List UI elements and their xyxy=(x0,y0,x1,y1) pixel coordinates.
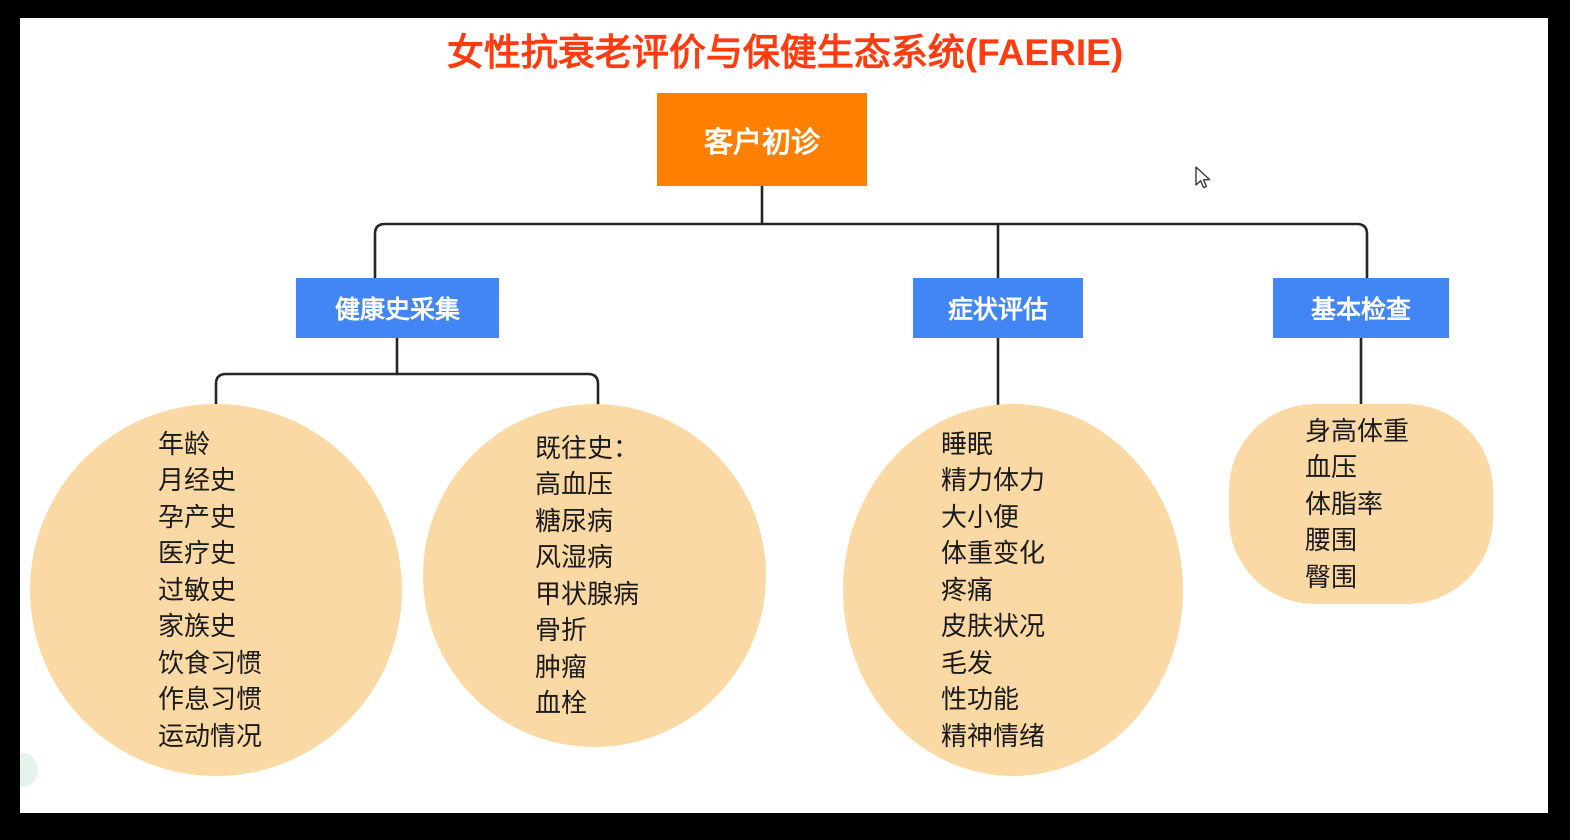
leaf-list-item: 肿瘤 xyxy=(535,651,588,682)
leaf-list-item: 医疗史 xyxy=(158,538,237,569)
node-basic-label: 基本检查 xyxy=(1310,296,1411,324)
leaf-history-list: 年龄月经史孕产史医疗史过敏史家族史饮食习惯作息习惯运动情况 xyxy=(30,426,402,755)
leaf-basic-exam-items[interactable]: 身高体重血压体脂率腰围臀围 xyxy=(1229,404,1493,604)
leaf-list-item: 家族史 xyxy=(158,611,237,642)
leaf-list-item: 体脂率 xyxy=(1305,488,1384,519)
leaf-list-item: 性功能 xyxy=(941,684,1020,715)
node-symptom-label: 症状评估 xyxy=(947,296,1048,324)
leaf-exam-list: 身高体重血压体脂率腰围臀围 xyxy=(1229,413,1493,596)
node-health-label: 健康史采集 xyxy=(334,296,460,324)
leaf-past-history-items[interactable]: 既往史： 高血压糖尿病风湿病甲状腺病骨折肿瘤血栓 xyxy=(423,404,766,747)
leaf-list-item: 体重变化 xyxy=(941,538,1046,569)
leaf-list-item: 精神情绪 xyxy=(941,720,1046,751)
leaf-health-history-items[interactable]: 年龄月经史孕产史医疗史过敏史家族史饮食习惯作息习惯运动情况 xyxy=(30,404,402,776)
leaf-symptom-items[interactable]: 睡眠精力体力大小便体重变化疼痛皮肤状况毛发性功能精神情绪 xyxy=(843,404,1183,776)
leaf-list-item: 孕产史 xyxy=(158,501,237,532)
leaf-list-item: 高血压 xyxy=(535,469,614,499)
leaf-list-item: 饮食习惯 xyxy=(158,647,263,678)
leaf-list-item: 大小便 xyxy=(941,501,1020,532)
diagram-root: 女性抗衰老评价与保健生态系统(FAERIE) 客户初诊 健康史采集 症状评估 基… xyxy=(20,18,1548,813)
leaf-list-item: 毛发 xyxy=(941,647,994,678)
leaf-list-item: 腰围 xyxy=(1305,525,1358,556)
node-health-history-collection[interactable]: 健康史采集 xyxy=(296,278,499,338)
leaf-list-item: 年龄 xyxy=(158,428,211,459)
edge-root-bus xyxy=(373,222,1369,280)
leaf-list-item: 睡眠 xyxy=(941,428,994,459)
edge-health-bus xyxy=(214,372,600,412)
leaf-list-item: 糖尿病 xyxy=(535,505,614,536)
leaf-list-item: 月经史 xyxy=(158,465,237,496)
page-title: 女性抗衰老评价与保健生态系统(FAERIE) xyxy=(446,32,1124,73)
leaf-list-item: 骨折 xyxy=(535,615,588,645)
node-symptom-assessment[interactable]: 症状评估 xyxy=(913,278,1083,338)
node-root-label: 客户初诊 xyxy=(703,126,820,159)
leaf-list-item: 身高体重 xyxy=(1305,415,1410,446)
leaf-list-item: 作息习惯 xyxy=(158,684,263,715)
leaf-past-list: 既往史： 高血压糖尿病风湿病甲状腺病骨折肿瘤血栓 xyxy=(423,430,766,722)
leaf-list-item: 精力体力 xyxy=(941,465,1046,496)
leaf-list-item: 运动情况 xyxy=(158,720,263,751)
leaf-list-item: 臀围 xyxy=(1305,561,1358,592)
node-basic-examination[interactable]: 基本检查 xyxy=(1273,278,1449,338)
leaf-list-item: 风湿病 xyxy=(535,542,614,572)
leaf-list-item: 皮肤状况 xyxy=(941,611,1046,642)
leaf-list-item: 血压 xyxy=(1305,452,1358,483)
leaf-list-item: 过敏史 xyxy=(158,574,237,605)
leaf-list-item: 既往史： xyxy=(535,432,640,463)
node-root-client-intake[interactable]: 客户初诊 xyxy=(657,93,867,186)
mouse-pointer-icon xyxy=(1195,166,1211,189)
leaf-list-item: 血栓 xyxy=(535,688,588,718)
leaf-list-item: 甲状腺病 xyxy=(535,578,640,609)
leaf-symptoms-list: 睡眠精力体力大小便体重变化疼痛皮肤状况毛发性功能精神情绪 xyxy=(843,426,1183,755)
slide-canvas: 女性抗衰老评价与保健生态系统(FAERIE) 客户初诊 健康史采集 症状评估 基… xyxy=(20,18,1548,813)
leaf-list-item: 疼痛 xyxy=(941,574,994,605)
edge-artifact xyxy=(20,753,38,787)
